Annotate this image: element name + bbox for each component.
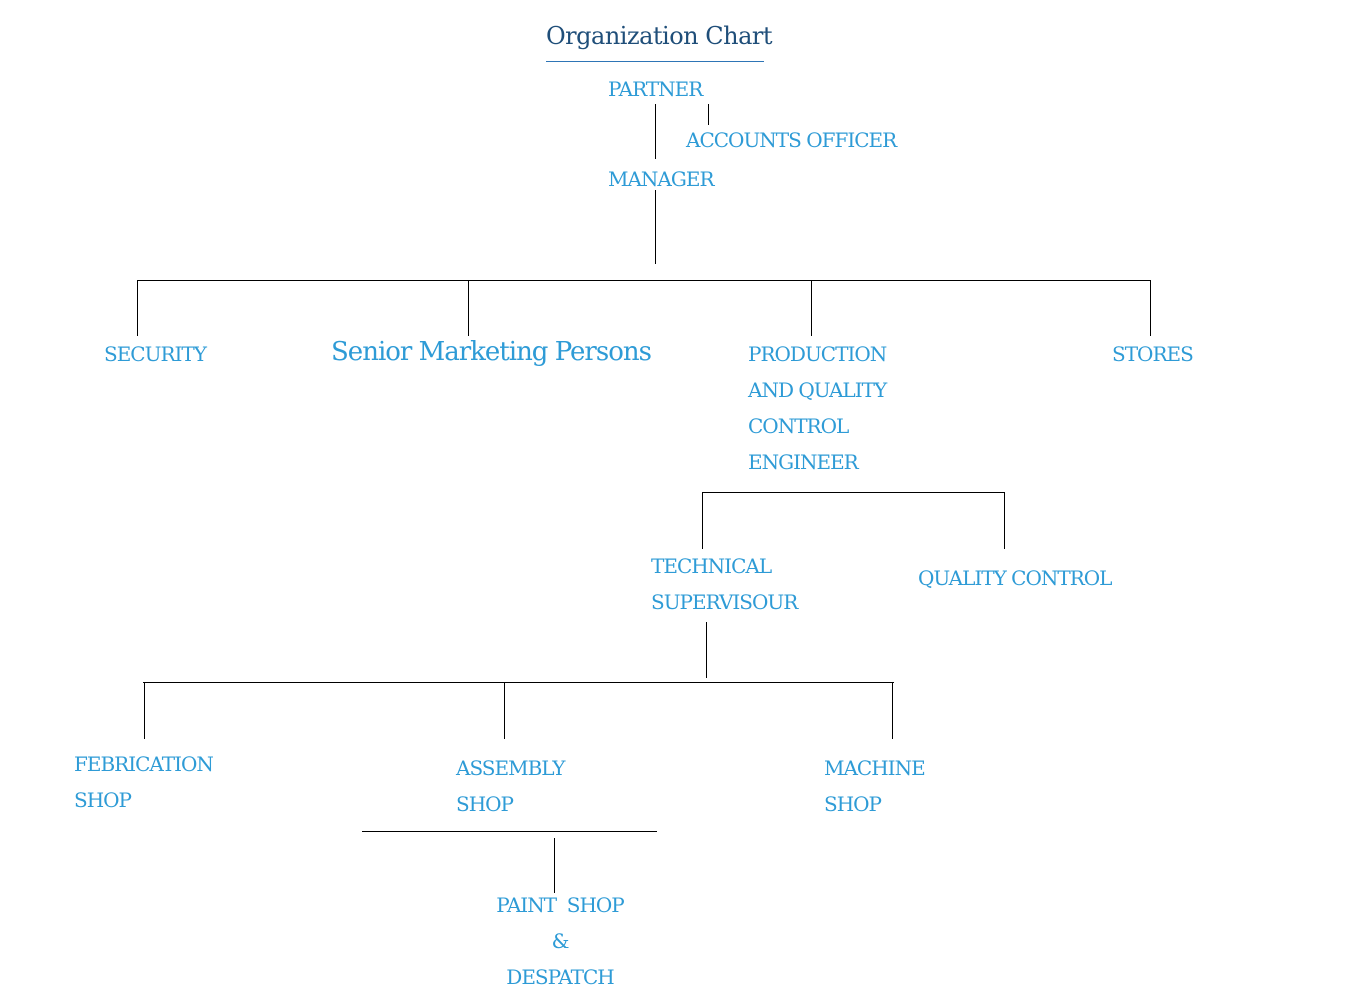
connector-partner-accounts [708,104,709,125]
connector-to-febrication [144,682,145,739]
connector-level4-bus [143,682,894,683]
connector-to-senior-marketing [468,280,469,336]
node-senior-marketing-persons: Senior Marketing Persons [331,337,652,367]
title-underline [546,61,764,62]
node-quality-control: QUALITY CONTROL [918,566,1112,590]
connector-to-stores [1150,280,1151,336]
connector-to-security [137,280,138,336]
node-line: SHOP [456,792,514,816]
connector-assembly-bus [362,831,657,832]
node-line: SHOP [824,792,882,816]
node-line: TECHNICAL [651,554,772,578]
node-line: FEBRICATION [74,752,214,776]
node-accounts-officer: ACCOUNTS OFFICER [686,128,897,152]
node-febrication-shop: FEBRICATION SHOP [74,746,214,818]
node-line: CONTROL [748,414,849,438]
connector-manager-down [655,190,656,264]
node-assembly-shop: ASSEMBLY SHOP [456,750,565,822]
connector-to-technical-supervisour [702,492,703,549]
node-line: SHOP [74,788,132,812]
node-line: AND QUALITY [748,378,887,402]
node-line: ENGINEER [748,450,859,474]
node-line: SUPERVISOUR [651,590,798,614]
node-technical-supervisour: TECHNICAL SUPERVISOUR [651,548,798,620]
connector-supervisour-down [706,622,707,678]
node-security: SECURITY [104,342,207,366]
node-production-qc-engineer: PRODUCTION AND QUALITY CONTROL ENGINEER [748,336,887,480]
connector-to-machine [892,682,893,739]
connector-level3-bus [702,492,1005,493]
node-line: MACHINE [824,756,926,780]
node-line: PAINT SHOP [496,893,625,917]
node-partner: PARTNER [608,77,703,101]
node-stores: STORES [1112,342,1194,366]
connector-partner-manager [655,104,656,159]
connector-to-quality-control [1004,492,1005,549]
node-manager: MANAGER [608,167,714,191]
connector-to-production [811,280,812,336]
node-line: & [551,929,570,953]
node-line: PRODUCTION [748,342,887,366]
node-machine-shop: MACHINE SHOP [824,750,926,822]
node-line: DESPATCH [506,965,614,989]
connector-level2-bus [137,280,1151,281]
chart-title: Organization Chart [546,22,773,50]
node-paint-shop-despatch: PAINT SHOP & DESPATCH [494,887,626,995]
node-line: ASSEMBLY [456,756,565,780]
connector-to-paint-shop [554,838,555,893]
connector-to-assembly [504,682,505,739]
